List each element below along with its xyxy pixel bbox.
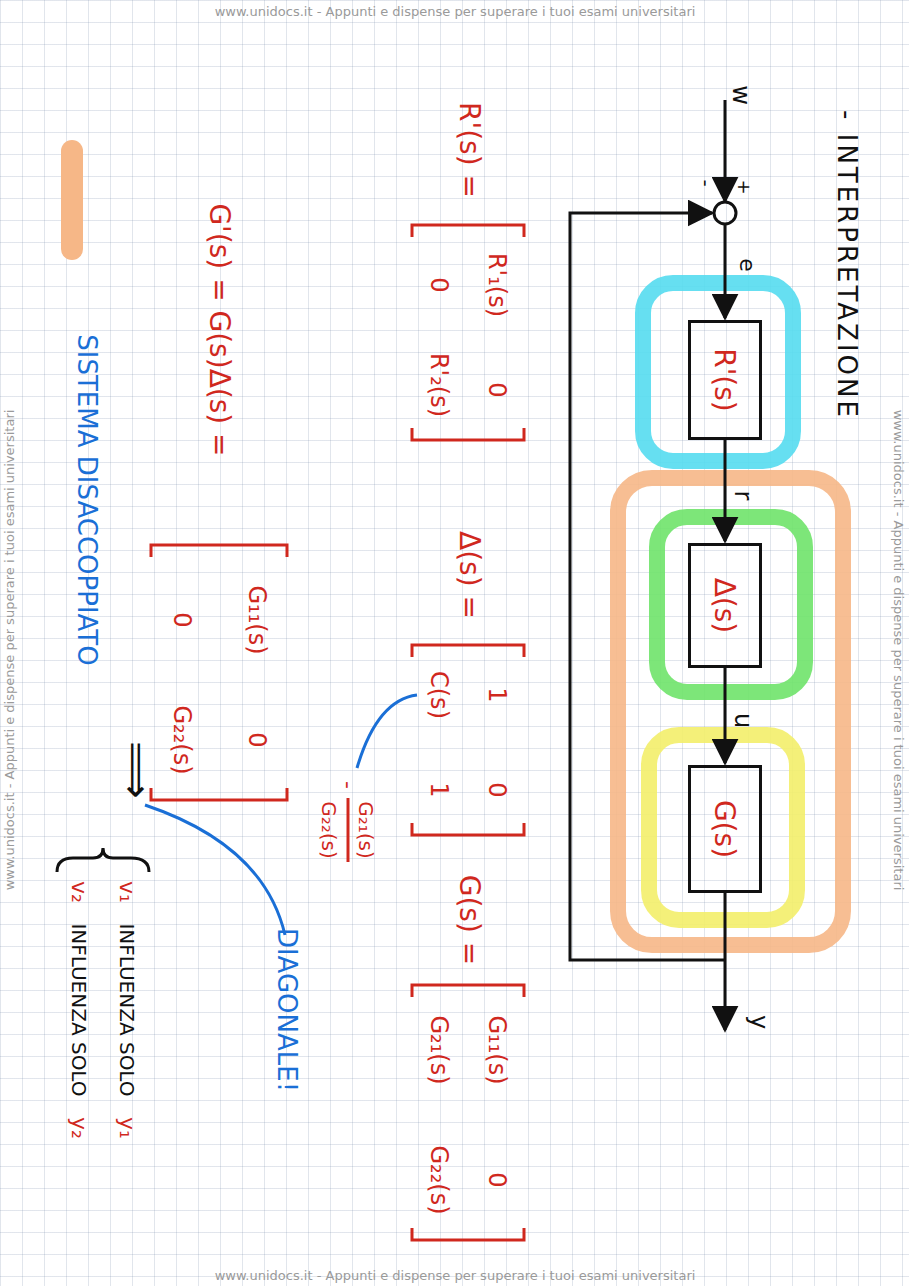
highlight-cyan bbox=[643, 283, 793, 461]
signal-name: r bbox=[730, 491, 756, 501]
transfer-block: Δ(s) bbox=[688, 543, 762, 668]
block-label: R'(s) bbox=[709, 348, 742, 412]
matrix-entry: G₂₂(s) bbox=[426, 1145, 452, 1214]
fraction-sign: - bbox=[336, 781, 360, 789]
block-label: G(s) bbox=[709, 800, 742, 858]
equation-lhs: Δ(s) = bbox=[454, 531, 485, 619]
fraction-denominator: G₂₂(s) bbox=[318, 801, 340, 859]
watermark: www.unidocs.it - Appunti e dispense per … bbox=[215, 5, 696, 19]
curly-brace bbox=[57, 848, 149, 872]
section-heading: SISTEMA DISACCOPPIATO bbox=[73, 334, 102, 665]
matrix-entry: G₁₁(s) bbox=[484, 1015, 510, 1084]
highlight-yellow bbox=[649, 735, 797, 920]
sheet-heading: - INTERPRETAZIONE bbox=[833, 110, 862, 420]
transfer-block: G(s) bbox=[688, 765, 762, 893]
matrix-entry: 0 bbox=[169, 612, 195, 627]
watermark: www.unidocs.it - Appunti e dispense per … bbox=[215, 1269, 696, 1283]
highlight-orange bbox=[618, 478, 843, 945]
equation-lhs: G(s) = bbox=[454, 875, 485, 966]
equation-lhs: G'(s) = G(s)Δ(s) = bbox=[204, 203, 235, 456]
matrix-entry: R'₂(s) bbox=[426, 353, 452, 417]
signal-name: w bbox=[728, 85, 754, 105]
feedback-wire bbox=[570, 213, 725, 960]
signal-arrow bbox=[724, 668, 727, 763]
matrix-entry: 0 bbox=[484, 782, 510, 797]
matrix-entry: G₂₂(s) bbox=[169, 705, 195, 774]
fraction-numerator: G₂₁(s) bbox=[355, 801, 377, 859]
matrix-entry: 0 bbox=[244, 732, 270, 747]
matrix-entry: 0 bbox=[484, 1172, 510, 1187]
watermark: www.unidocs.it - Appunti e dispense per … bbox=[3, 410, 17, 891]
signal-name: v₂ bbox=[67, 881, 91, 903]
equation-lhs: R'(s) = bbox=[454, 102, 485, 198]
signal-name: y₁ bbox=[115, 1117, 139, 1139]
signal-name: u bbox=[730, 713, 756, 728]
error-wire bbox=[724, 224, 727, 318]
matrix-entry: 1 bbox=[426, 782, 452, 797]
leader-line bbox=[357, 695, 417, 768]
watermark: www.unidocs.it - Appunti e dispense per … bbox=[891, 410, 905, 891]
sign-mark: + bbox=[734, 179, 754, 194]
annotation: DIAGONALE! bbox=[273, 928, 302, 1092]
highlight-green bbox=[657, 517, 805, 692]
note-text: INFLUENZA SOLO bbox=[116, 923, 138, 1096]
signal-name: y bbox=[746, 1015, 772, 1029]
signal-arrow bbox=[724, 440, 727, 541]
input-wire bbox=[724, 100, 727, 201]
leader-line bbox=[145, 805, 285, 935]
highlight-bar bbox=[61, 140, 83, 260]
signal-name: y₂ bbox=[67, 1117, 91, 1139]
matrix-entry: 1 bbox=[484, 687, 510, 702]
matrix-entry: R'₁(s) bbox=[484, 253, 510, 317]
implication-arrow: ⟹ bbox=[115, 741, 159, 798]
summing-junction bbox=[714, 202, 736, 224]
sign-mark: - bbox=[695, 179, 717, 186]
matrix-entry: C(s) bbox=[426, 671, 452, 719]
block-label: Δ(s) bbox=[709, 578, 742, 634]
signal-name: v₁ bbox=[115, 881, 139, 903]
matrix-entry: 0 bbox=[426, 277, 452, 292]
matrix-entry: 0 bbox=[484, 382, 510, 397]
signal-name: e bbox=[735, 258, 759, 272]
matrix-entry: G₂₁(s) bbox=[426, 1015, 452, 1084]
note-text: INFLUENZA SOLO bbox=[68, 923, 90, 1096]
matrix-entry: G₁₁(s) bbox=[244, 585, 270, 654]
transfer-block: R'(s) bbox=[688, 320, 762, 440]
